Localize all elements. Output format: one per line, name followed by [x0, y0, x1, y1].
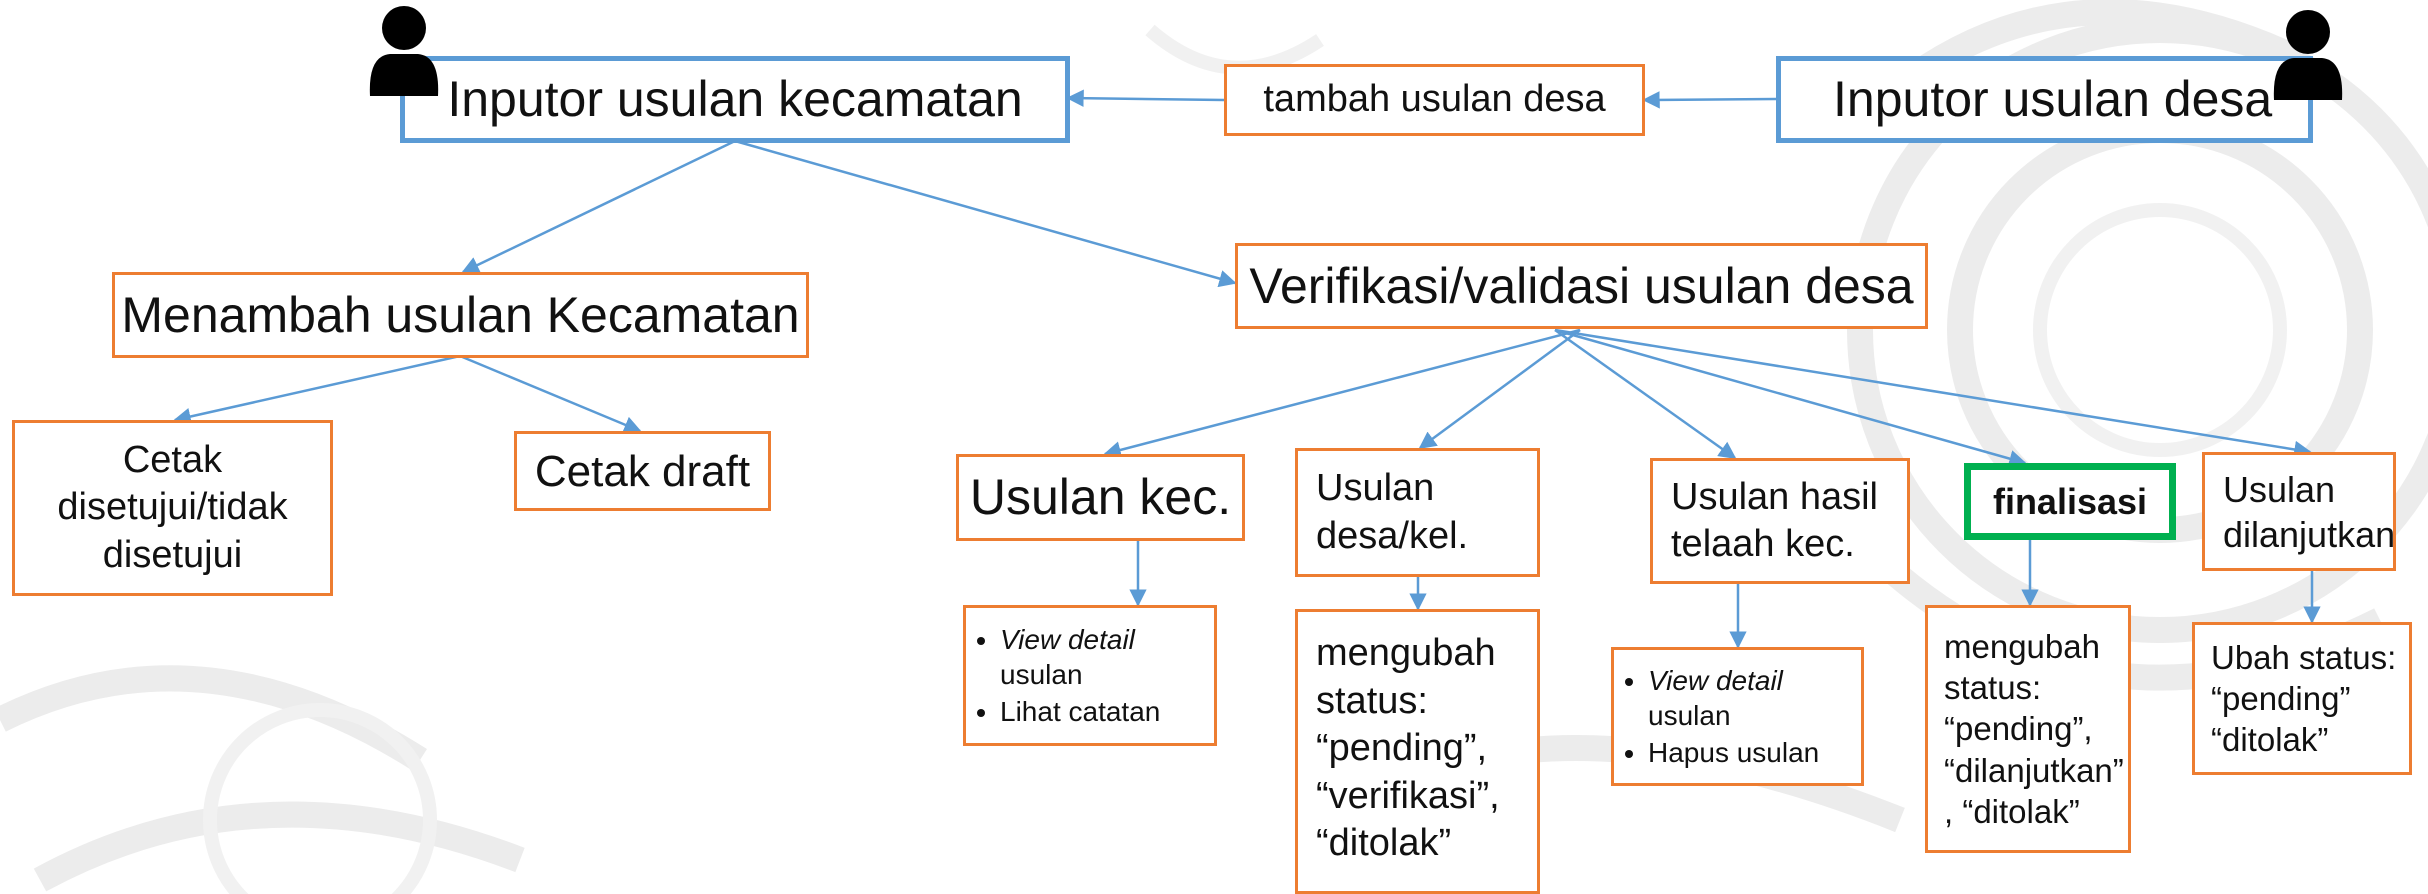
list-item: Lihat catatan	[1000, 694, 1214, 729]
node-label: Usulan dilanjutkan	[2223, 468, 2396, 555]
list-item: View detail usulan	[1000, 622, 1214, 692]
node-label: Usulan hasil telaah kec.	[1671, 475, 1878, 566]
actor-label: Inputor usulan kecamatan	[447, 71, 1023, 128]
arrow-kecamatan-to-menambah	[461, 139, 736, 274]
usulan-lanjut-detail-box: Ubah status: “pending” “ditolak”	[2192, 622, 2412, 775]
arrow-verifikasi-to-lanjut	[1554, 328, 2312, 459]
detail-emphasis: View detail	[1000, 624, 1135, 655]
actor-label: Inputor usulan desa	[1833, 71, 2273, 128]
arrow-tambah-to-kecamatan	[1066, 89, 1225, 107]
arrow-kecamatan-to-verifikasi	[734, 139, 1237, 288]
verifikasi-validasi-box: Verifikasi/validasi usulan desa	[1235, 243, 1928, 329]
node-label: finalisasi	[1992, 481, 2148, 522]
node-label: Verifikasi/validasi usulan desa	[1249, 257, 1914, 314]
detail-emphasis: View detail	[1648, 665, 1783, 696]
arrow-verifikasi-to-finalisasi	[1554, 328, 2027, 468]
detail-text: mengubah status: “pending”, “verifikasi”…	[1316, 632, 1500, 864]
node-label: tambah usulan desa	[1263, 78, 1606, 121]
usulan-kec-detail-box: View detail usulan Lihat catatan	[963, 605, 1217, 746]
usulan-desa-kel-box: Usulan desa/kel.	[1295, 448, 1540, 577]
arrow-verifikasi-to-usulan-desa	[1418, 328, 1581, 450]
detail-text: mengubah status: “pending”, “dilanjutkan…	[1944, 627, 2124, 830]
detail-text: usulan	[1000, 659, 1083, 690]
cetak-draft-box: Cetak draft	[514, 431, 771, 511]
list-item: Hapus usulan	[1648, 735, 1861, 770]
arrow-menambah-to-cetak-draft	[459, 354, 642, 434]
list-item: View detail usulan	[1648, 663, 1861, 733]
cetak-disetujui-box: Cetak disetujui/tidak disetujui	[12, 420, 333, 596]
node-label: Usulan desa/kel.	[1316, 467, 1469, 557]
tambah-usulan-desa-box: tambah usulan desa	[1224, 64, 1645, 136]
detail-text: usulan	[1648, 700, 1731, 731]
node-label: Cetak disetujui/tidak disetujui	[57, 438, 288, 576]
person-icon	[369, 6, 439, 96]
usulan-kec-box: Usulan kec.	[956, 454, 1245, 541]
finalisasi-box: finalisasi	[1964, 463, 2176, 540]
actor-inputor-kecamatan: Inputor usulan kecamatan	[400, 56, 1070, 143]
node-label: Usulan kec.	[969, 469, 1232, 526]
detail-list: View detail usulan Lihat catatan	[966, 620, 1214, 731]
finalisasi-detail-box: mengubah status: “pending”, “dilanjutkan…	[1925, 605, 2131, 853]
actor-inputor-desa: Inputor usulan desa	[1776, 56, 2313, 143]
usulan-telaah-detail-box: View detail usulan Hapus usulan	[1611, 647, 1864, 786]
arrow-verifikasi-to-usulan-kec	[1103, 328, 1581, 459]
node-label: Cetak draft	[534, 446, 751, 496]
menambah-usulan-kecamatan-box: Menambah usulan Kecamatan	[112, 272, 809, 358]
detail-text: Ubah status: “pending” “ditolak”	[2211, 638, 2397, 759]
detail-list: View detail usulan Hapus usulan	[1614, 661, 1861, 772]
arrow-menambah-to-cetak-setuju	[173, 354, 461, 426]
usulan-desa-detail-box: mengubah status: “pending”, “verifikasi”…	[1295, 609, 1540, 894]
detail-text: Hapus usulan	[1648, 737, 1820, 768]
arrow-desa-to-tambah	[1642, 91, 1777, 109]
arrow-verifikasi-to-telaah	[1554, 328, 1737, 460]
node-label: Menambah usulan Kecamatan	[121, 286, 800, 343]
usulan-dilanjutkan-box: Usulan dilanjutkan	[2202, 452, 2396, 571]
usulan-hasil-telaah-box: Usulan hasil telaah kec.	[1650, 458, 1910, 584]
person-icon	[2273, 10, 2343, 100]
detail-text: Lihat catatan	[1000, 696, 1161, 727]
